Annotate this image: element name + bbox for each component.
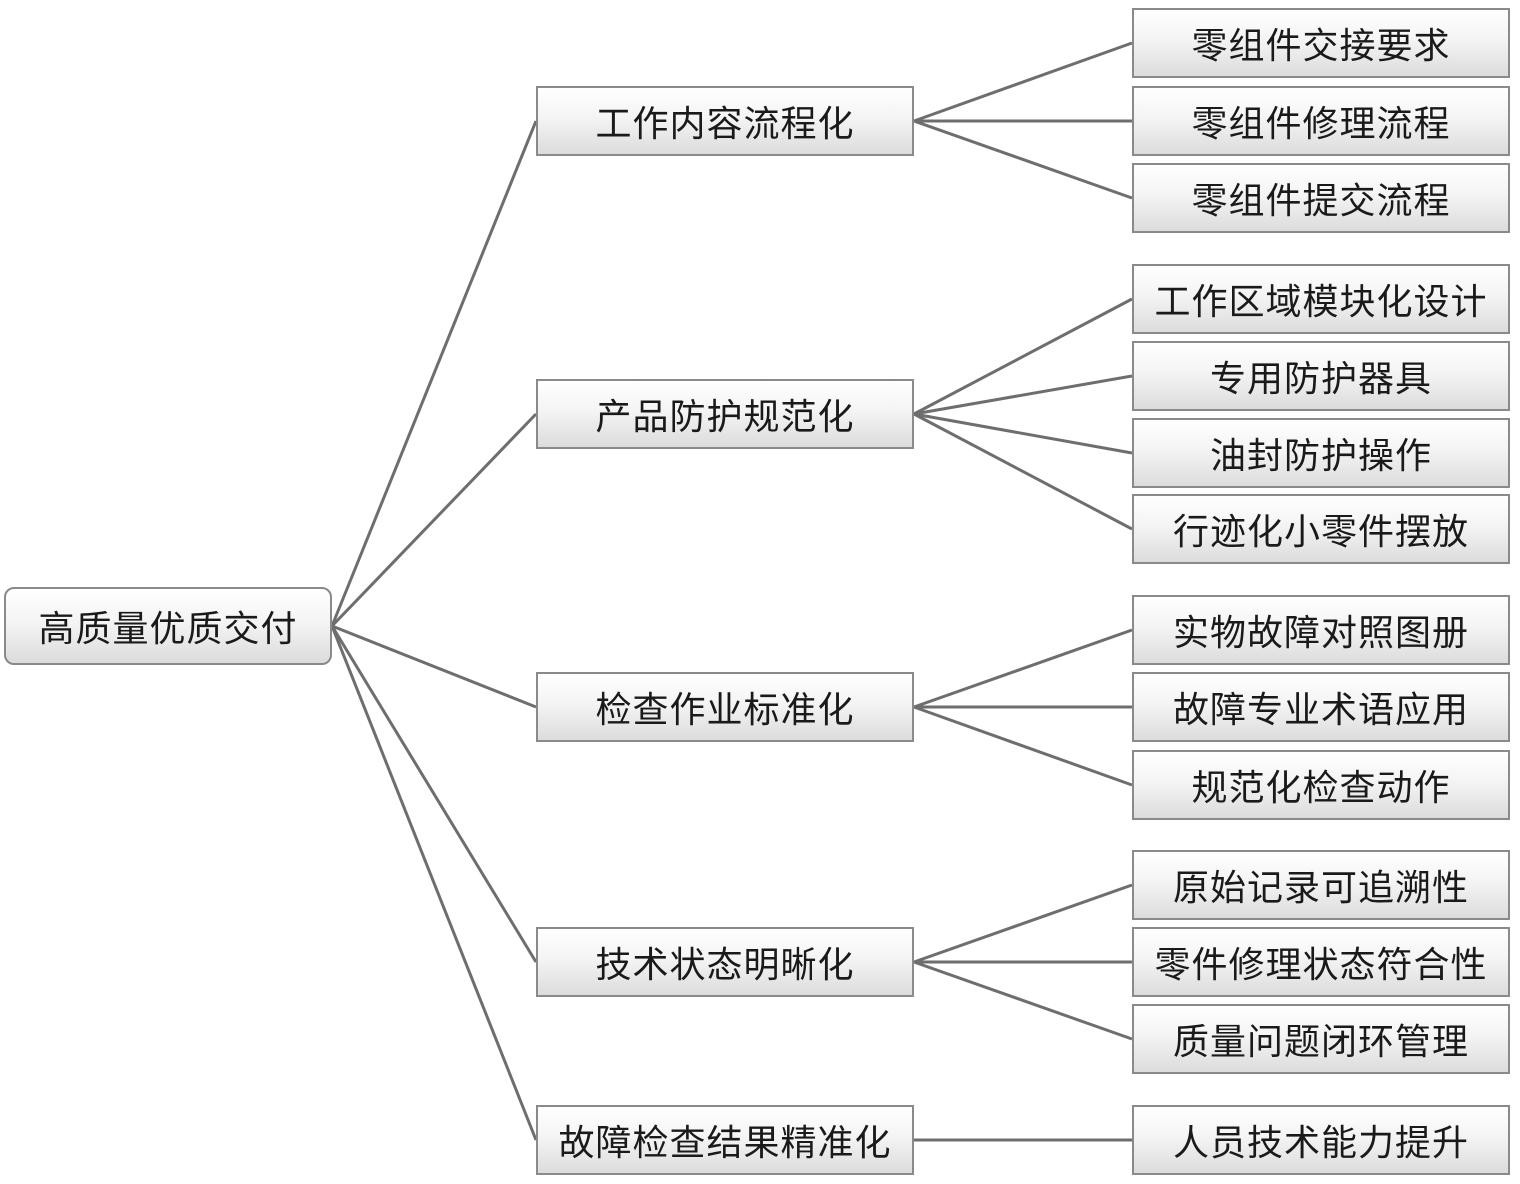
- leaf-node: 行迹化小零件摆放: [1132, 494, 1510, 564]
- leaf-node: 质量问题闭环管理: [1132, 1004, 1510, 1074]
- leaf-label: 零组件交接要求: [1191, 26, 1451, 67]
- branch-node-status: 技术状态明晰化: [536, 927, 914, 997]
- leaf-label: 油封防护操作: [1209, 436, 1432, 477]
- leaf-node: 零件修理状态符合性: [1132, 927, 1510, 997]
- root-label: 高质量优质交付: [38, 609, 298, 650]
- leaf-node: 零组件修理流程: [1132, 86, 1510, 156]
- leaf-label: 原始记录可追溯性: [1172, 868, 1469, 909]
- branch-label: 检查作业标准化: [595, 690, 855, 731]
- leaf-label: 行迹化小零件摆放: [1172, 512, 1469, 553]
- root-node: 高质量优质交付: [4, 587, 332, 665]
- leaf-label: 工作区域模块化设计: [1154, 282, 1488, 323]
- leaf-label: 零组件提交流程: [1191, 181, 1451, 222]
- connector-line: [330, 625, 538, 1141]
- connector-line: [913, 628, 1133, 709]
- connector-line: [913, 705, 1133, 787]
- leaf-node: 零组件提交流程: [1132, 163, 1510, 233]
- leaf-node: 原始记录可追溯性: [1132, 850, 1510, 920]
- leaf-node: 油封防护操作: [1132, 418, 1510, 488]
- leaf-node: 故障专业术语应用: [1132, 672, 1510, 742]
- leaf-node: 专用防护器具: [1132, 341, 1510, 411]
- leaf-node: 实物故障对照图册: [1132, 595, 1510, 665]
- branch-label: 技术状态明晰化: [595, 945, 855, 986]
- leaf-label: 零组件修理流程: [1191, 104, 1451, 145]
- connector-line: [331, 624, 537, 709]
- connector-line: [913, 960, 1133, 1041]
- branch-label: 工作内容流程化: [595, 104, 855, 145]
- connector-line: [913, 41, 1133, 123]
- connector-line: [330, 120, 538, 627]
- leaf-label: 零件修理状态符合性: [1154, 945, 1488, 986]
- leaf-label: 质量问题闭环管理: [1172, 1022, 1469, 1063]
- connector-line: [913, 883, 1133, 964]
- leaf-node: 工作区域模块化设计: [1132, 264, 1510, 334]
- leaf-label: 故障专业术语应用: [1172, 690, 1469, 731]
- connector-line: [913, 412, 1133, 531]
- leaf-label: 人员技术能力提升: [1172, 1123, 1469, 1164]
- leaf-label: 实物故障对照图册: [1172, 613, 1469, 654]
- leaf-node: 人员技术能力提升: [1132, 1105, 1510, 1175]
- branch-label: 故障检查结果精准化: [558, 1123, 892, 1164]
- branch-node-inspection: 检查作业标准化: [536, 672, 914, 742]
- leaf-node: 规范化检查动作: [1132, 750, 1510, 820]
- connector-line: [330, 625, 538, 963]
- branch-node-process: 工作内容流程化: [536, 86, 914, 156]
- connector-line: [913, 412, 1133, 455]
- connector-line: [913, 297, 1133, 416]
- branch-node-accuracy: 故障检查结果精准化: [536, 1105, 914, 1175]
- connector-line: [913, 119, 1133, 200]
- connector-line: [913, 374, 1133, 416]
- branch-label: 产品防护规范化: [595, 397, 855, 438]
- leaf-label: 规范化检查动作: [1191, 768, 1451, 809]
- leaf-label: 专用防护器具: [1209, 359, 1432, 400]
- branch-node-protection: 产品防护规范化: [536, 379, 914, 449]
- connector-line: [330, 412, 538, 628]
- leaf-node: 零组件交接要求: [1132, 8, 1510, 78]
